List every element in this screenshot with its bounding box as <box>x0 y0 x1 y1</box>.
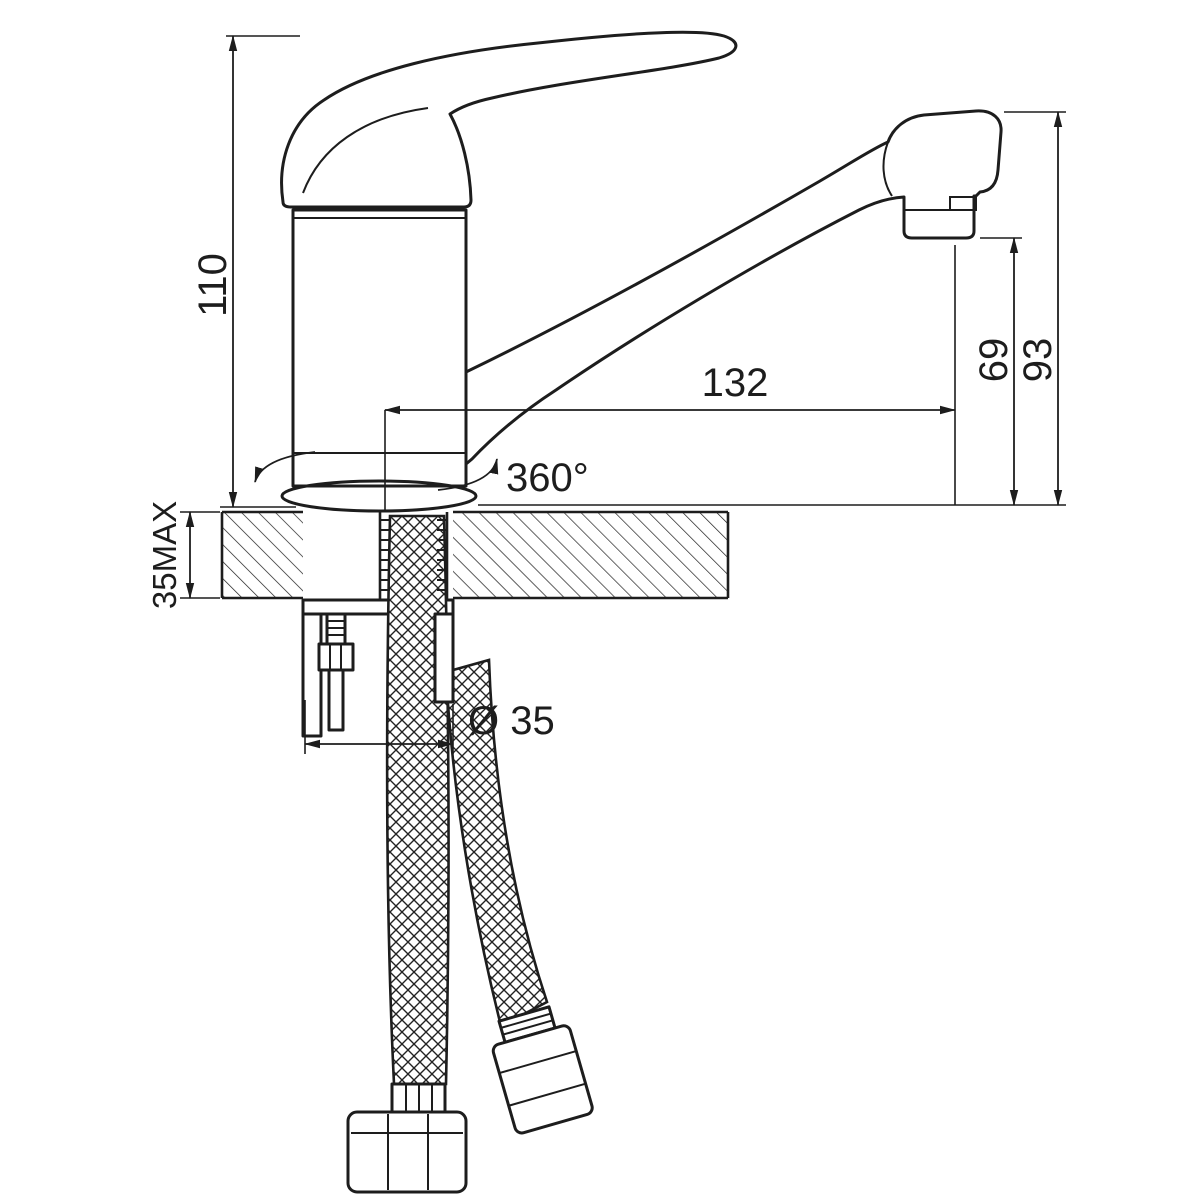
counter-hatch-left <box>222 512 303 598</box>
bracket-left-leg <box>301 612 323 738</box>
dim-label-69: 69 <box>972 338 1016 383</box>
aerator-detail <box>949 196 977 211</box>
shank-threads <box>380 519 447 591</box>
base-plate <box>280 479 478 513</box>
dim-label-110: 110 <box>191 253 235 317</box>
spout-head-seam <box>882 141 893 197</box>
dim-label-35max: 35MAX <box>146 501 183 609</box>
flex-hose-vertical <box>346 514 468 1194</box>
dim-label-93: 93 <box>1016 338 1060 383</box>
handle-seam <box>302 107 429 194</box>
hex-nut-vertical <box>346 1110 468 1194</box>
stud-nut <box>317 642 355 672</box>
threaded-shank <box>378 512 449 600</box>
rotation-indicator: 360° <box>254 451 589 500</box>
lever-handle <box>280 30 738 209</box>
flex-hose-diagonal <box>444 658 594 1135</box>
hose-fitting-diagonal <box>491 1005 594 1135</box>
spout <box>464 109 1003 466</box>
dim-label-132: 132 <box>702 361 769 405</box>
bracket-right-leg <box>433 612 455 704</box>
dimension-annotations: 110 35MAX 93 69 132 Ø 35 <box>146 35 1066 754</box>
rotation-arrow-right <box>437 458 499 491</box>
counter-hatch-right <box>453 512 728 598</box>
mounting-stud <box>317 612 355 732</box>
under-counter-assembly <box>301 512 594 1194</box>
faucet-body-group <box>280 30 1003 513</box>
rotation-arrow-left <box>254 451 316 483</box>
dim-label-hole: Ø 35 <box>468 699 555 743</box>
mixer-body <box>291 208 468 488</box>
counter-section <box>220 510 730 600</box>
dim-label-swivel: 360° <box>506 456 589 500</box>
